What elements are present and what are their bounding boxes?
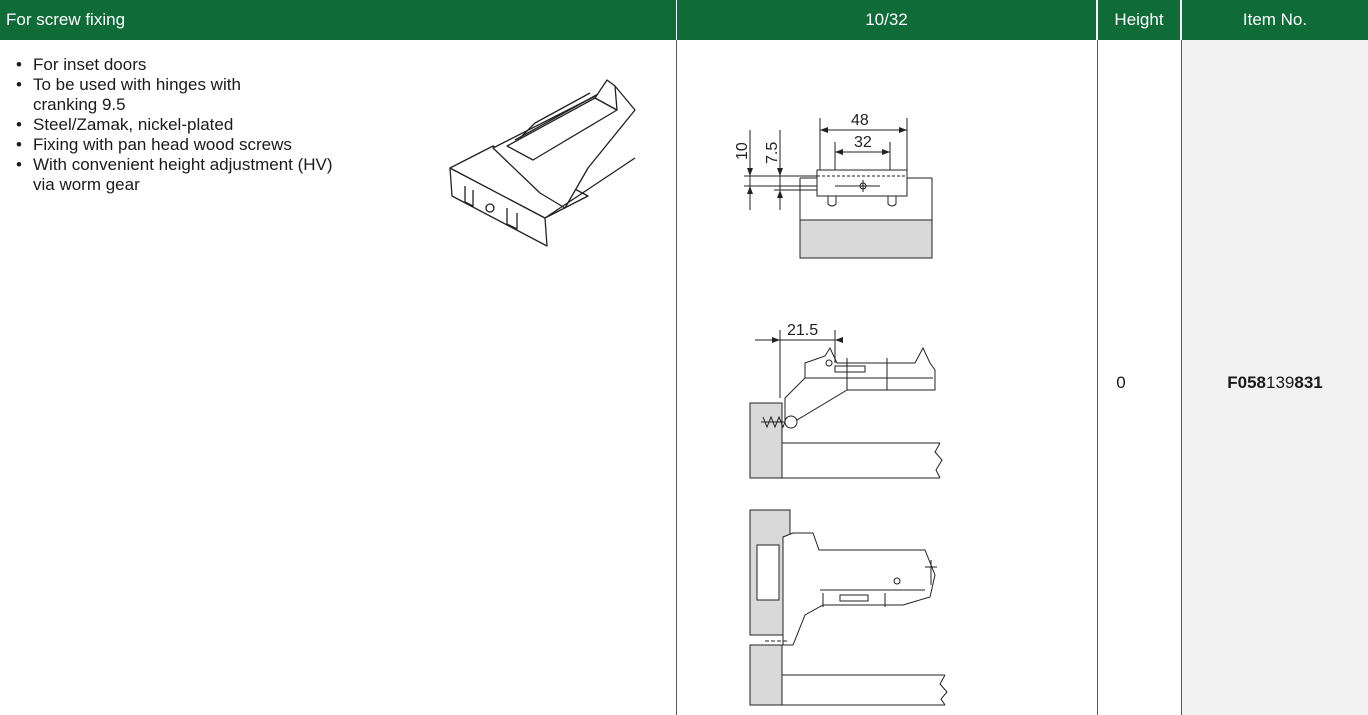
height-header-label: Height xyxy=(1114,10,1164,29)
technical-drawing-inset xyxy=(749,509,948,706)
dimension-label: 10 xyxy=(734,142,751,160)
feature-item: For inset doors xyxy=(16,55,333,75)
column-divider xyxy=(1097,40,1098,715)
spec-label: 10/32 xyxy=(865,10,908,29)
feature-list: For inset doors To be used with hinges w… xyxy=(16,55,333,195)
item-column-background xyxy=(1182,40,1368,715)
feature-item: With convenient height adjustment (HV) v… xyxy=(16,155,333,195)
table-header-spec: 10/32 xyxy=(677,0,1096,40)
cabinet-side-panel xyxy=(749,644,783,706)
cabinet-panel xyxy=(799,219,933,259)
height-value: 0 xyxy=(1116,373,1126,392)
section-title: For screw fixing xyxy=(6,10,126,29)
table-header-height: Height xyxy=(1098,0,1180,40)
feature-item: Steel/Zamak, nickel-plated xyxy=(16,115,333,135)
technical-drawing-top: 48 32 10 7.5 xyxy=(734,112,933,259)
column-divider xyxy=(676,40,677,715)
column-divider xyxy=(1181,40,1182,715)
dimension-label: 21.5 xyxy=(787,322,818,339)
item-number-suffix: 831 xyxy=(1294,373,1323,392)
technical-drawing-side: 21.5 xyxy=(749,322,943,479)
feature-item: To be used with hinges with cranking 9.5 xyxy=(16,75,333,115)
dimension-label: 7.5 xyxy=(764,142,781,164)
table-header-description: For screw fixing xyxy=(0,0,676,40)
dimension-label: 32 xyxy=(854,134,872,151)
dimension-label: 48 xyxy=(851,112,869,129)
item-header-label: Item No. xyxy=(1242,10,1308,29)
item-number-prefix: F058 xyxy=(1227,373,1266,392)
item-number: F058139831 xyxy=(1182,373,1368,393)
feature-item: Fixing with pan head wood screws xyxy=(16,135,333,155)
product-sketch-image xyxy=(449,79,636,247)
table-header-item: Item No. xyxy=(1182,0,1368,40)
item-number-middle: 139 xyxy=(1266,373,1295,392)
cabinet-side-panel xyxy=(749,402,783,479)
